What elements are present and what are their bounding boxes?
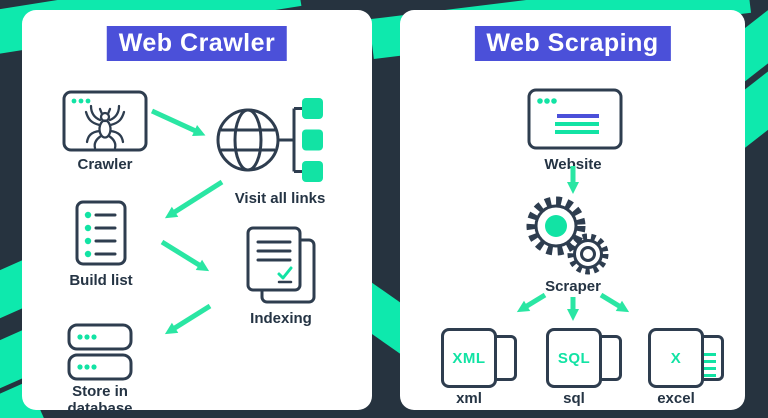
- website-label: Website: [544, 156, 602, 173]
- sql-file-icon: SQL: [546, 328, 622, 388]
- excel-tab-lines-icon: [703, 353, 716, 378]
- excel-badge: X: [670, 349, 682, 367]
- web-scraping-panel: Web Scraping Website Scraper XML: [400, 10, 745, 410]
- arrow-scraper-to-excel: [599, 292, 630, 313]
- sql-label: sql: [563, 390, 585, 407]
- store-database-label: Store in database: [67, 383, 133, 418]
- arrow-scraper-to-xml: [516, 292, 547, 313]
- web-scraping-title: Web Scraping: [474, 26, 671, 61]
- scraper-label: Scraper: [545, 278, 601, 295]
- xml-file-box: XML: [441, 328, 497, 388]
- xml-label: xml: [456, 390, 482, 407]
- arrow-buildlist-to-indexing: [160, 239, 210, 272]
- xml-badge: XML: [452, 349, 486, 367]
- crawler-spider-icon: [62, 90, 148, 152]
- website-icon: [527, 88, 623, 150]
- sql-badge: SQL: [557, 349, 591, 367]
- arrow-crawler-to-links: [150, 108, 206, 136]
- crawler-label: Crawler: [77, 156, 133, 173]
- web-crawler-panel: Web Crawler Crawler: [22, 10, 372, 417]
- visit-links-globe-icon: [216, 98, 323, 182]
- scraper-gears-icon: [526, 196, 609, 275]
- store-database-icon: [67, 323, 133, 381]
- excel-file-box: X: [648, 328, 704, 388]
- arrow-indexing-to-store: [164, 303, 212, 335]
- indexing-docs-icon: [246, 226, 316, 304]
- build-list-icon: [75, 200, 127, 266]
- web-crawler-title: Web Crawler: [106, 26, 288, 61]
- excel-file-icon: X: [648, 328, 724, 388]
- xml-file-icon: XML: [441, 328, 517, 388]
- visit-links-label: Visit all links: [234, 190, 326, 207]
- excel-label: excel: [657, 390, 695, 407]
- sql-file-box: SQL: [546, 328, 602, 388]
- indexing-label: Indexing: [250, 310, 312, 327]
- build-list-label: Build list: [69, 272, 133, 289]
